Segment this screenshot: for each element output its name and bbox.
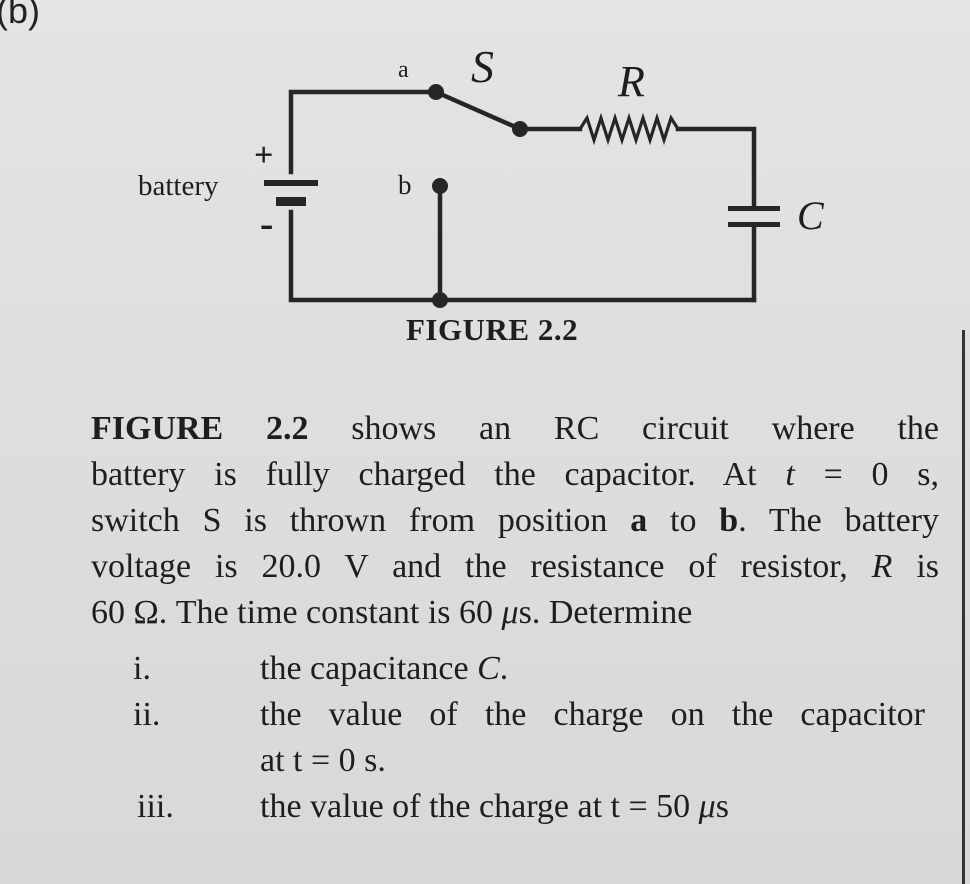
label-battery: battery: [138, 170, 219, 202]
wire-battery-bottom: [288, 209, 757, 303]
item-number: ii.: [133, 696, 161, 733]
question-line-4: voltage is 20.0 V and the resistance of …: [91, 544, 939, 590]
question-text: s. Determine: [518, 594, 693, 631]
capacitor-bottom-plate: [728, 222, 780, 227]
terminal-a-dot: [428, 84, 444, 100]
terminal-pivot-dot: [512, 121, 528, 137]
switch-blade: [433, 89, 523, 132]
question-line-1: FIGURE 2.2 shows an RC circuit where the: [91, 406, 939, 452]
label-capacitor: C: [797, 193, 825, 238]
item-text-part: s: [715, 788, 729, 825]
item-text: the value of the charge on the capacitor: [260, 696, 925, 733]
resistor-symbol: R: [871, 548, 893, 585]
micro-symbol: μ: [698, 788, 716, 825]
item-number: iii.: [137, 788, 174, 825]
battery-short-plate: [276, 197, 306, 206]
position-a: a: [630, 502, 648, 539]
item-text-part: the value of the charge at t = 50: [260, 788, 691, 825]
junction-dot: [432, 292, 448, 308]
rc-circuit-diagram: a b S R C battery + -: [138, 41, 825, 308]
item-text-part: .: [499, 650, 509, 687]
question-text: is: [916, 548, 939, 585]
label-minus: -: [260, 201, 273, 246]
figure-caption: FIGURE 2.2: [406, 312, 579, 347]
wire-resistor-capacitor: [675, 126, 757, 211]
label-switch: S: [471, 41, 494, 92]
item-text: at t = 0 s.: [260, 742, 386, 779]
question-text: switch S is thrown from position: [91, 502, 608, 539]
part-label: (b): [0, 0, 40, 31]
item-text: the capacitance C.: [260, 646, 951, 692]
sub-question-list: i. the capacitance C. ii. the value of t…: [91, 646, 951, 830]
position-b: b: [719, 502, 739, 539]
figure-reference: FIGURE 2.2: [91, 410, 309, 447]
label-plus: +: [254, 137, 273, 174]
wire-battery-top: [288, 89, 439, 175]
resistor-zigzag: [577, 112, 681, 146]
capacitor-symbol: [728, 206, 780, 227]
question-paragraph: FIGURE 2.2 shows an RC circuit where the…: [91, 406, 939, 636]
item-text-part: the capacitance: [260, 650, 469, 687]
question-text: 60 Ω. The time constant is 60: [91, 594, 494, 631]
question-text: battery is fully charged the capacitor. …: [91, 456, 757, 493]
question-text: to: [670, 502, 697, 539]
item-number: i.: [133, 650, 151, 687]
capacitance-symbol: C: [477, 650, 500, 687]
list-item-continuation: at t = 0 s.: [91, 738, 951, 784]
label-b: b: [398, 170, 412, 200]
page-border-line: [962, 330, 965, 884]
item-text: the value of the charge at t = 50 μs: [260, 784, 951, 830]
capacitor-top-plate: [728, 206, 780, 211]
question-text: voltage is 20.0 V and the resistance of …: [91, 548, 848, 585]
micro-symbol: μ: [501, 594, 519, 631]
label-resistor: R: [617, 57, 645, 106]
question-line-5: 60 Ω. The time constant is 60 μs. Determ…: [91, 590, 939, 636]
question-line-3: switch S is thrown from position a to b.…: [91, 498, 939, 544]
question-text: . The battery: [738, 502, 939, 539]
label-a: a: [398, 57, 409, 83]
terminal-b-dot: [432, 178, 448, 194]
question-text: = 0 s,: [823, 456, 939, 493]
list-item: i. the capacitance C.: [91, 646, 951, 692]
battery-long-plate: [264, 180, 318, 186]
time-symbol: t: [785, 456, 795, 493]
list-item: ii. the value of the charge on the capac…: [91, 692, 951, 738]
question-line-2: battery is fully charged the capacitor. …: [91, 452, 939, 498]
list-item: iii. the value of the charge at t = 50 μ…: [91, 784, 951, 830]
question-text: shows an RC circuit where the: [351, 410, 939, 447]
battery-symbol: [264, 180, 318, 206]
